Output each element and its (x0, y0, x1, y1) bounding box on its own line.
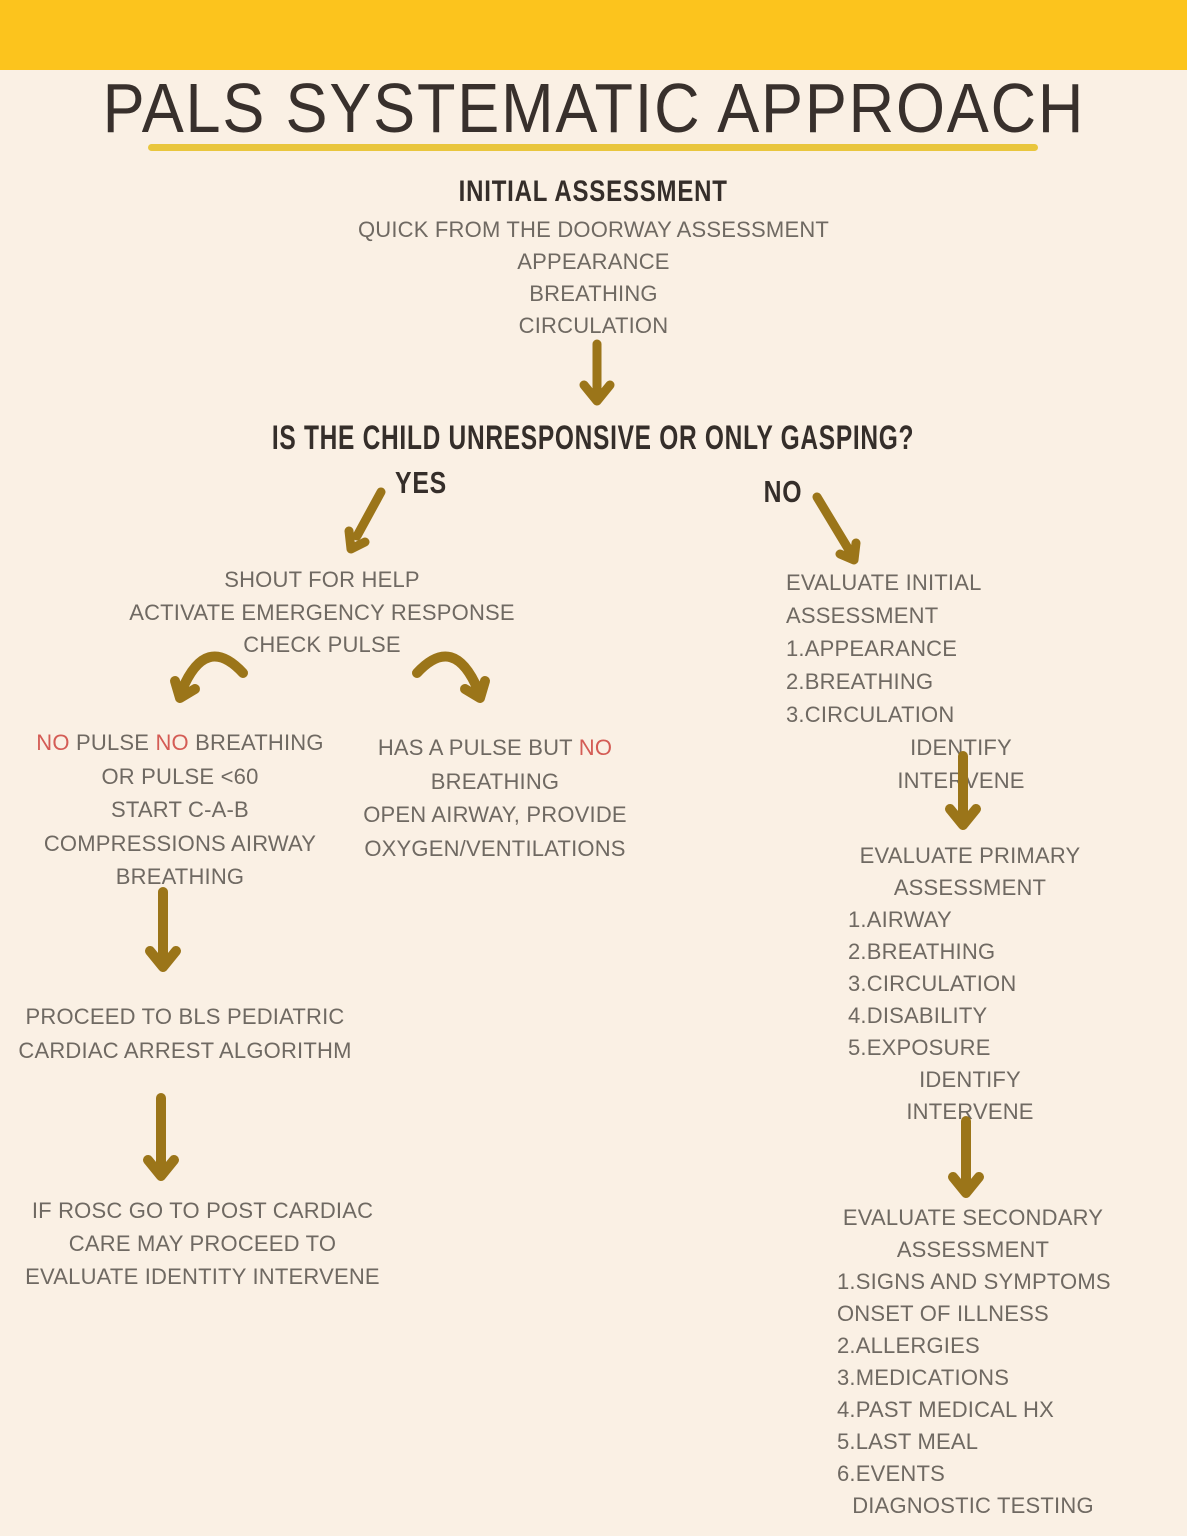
no-label: NO (763, 474, 803, 509)
text-line: COMPRESSIONS AIRWAY (43, 830, 317, 856)
text-line: CARDIAC ARREST ALGORITHM (18, 1037, 352, 1063)
evaluate-primary-title: EVALUATE PRIMARY ASSESSMENT (792, 840, 1148, 904)
text-line: 1.SIGNS AND SYMPTOMS (837, 1269, 1111, 1294)
text-line: DIAGNOSTIC TESTING (852, 1493, 1094, 1518)
text-line: IDENTIFY (910, 735, 1012, 760)
evaluate-initial-items: 1.APPEARANCE 2.BREATHING 3.CIRCULATION (786, 632, 1136, 731)
text-line: OXYGEN/VENTILATIONS (364, 835, 626, 861)
text-line: ASSESSMENT (896, 1237, 1050, 1262)
text-line: 4.DISABILITY (848, 1003, 988, 1028)
text-line: OPEN AIRWAY, PROVIDE (363, 802, 627, 827)
arrow-curved-right (412, 651, 490, 703)
arrow-to-secondary (948, 1116, 984, 1198)
text-line: QUICK FROM THE DOORWAY ASSESSMENT (357, 217, 830, 242)
text-line: START C-A-B (111, 797, 249, 822)
text-line: SHOUT FOR HELP (224, 567, 420, 592)
evaluate-primary-items: 1.AIRWAY 2.BREATHING 3.CIRCULATION 4.DISABI… (792, 904, 1148, 1064)
has-pulse-box: HAS A PULSE BUT NO BREATHING OPEN AIRWAY, … (330, 731, 660, 865)
text-line: INTERVENE (906, 1099, 1034, 1124)
text-line: IF ROSC GO TO POST CARDIAC (31, 1198, 374, 1223)
alert-text: NO (36, 730, 70, 755)
initial-assessment-lines: QUICK FROM THE DOORWAY ASSESSMENT APPEARA… (0, 214, 1187, 342)
arrow-initial-to-question (579, 339, 615, 406)
top-banner (0, 0, 1187, 70)
text-line: EVALUATE INITIAL ASSESSMENT (786, 570, 981, 628)
arrow-no-branch (812, 492, 861, 565)
alert-text: NO (155, 730, 189, 755)
evaluate-primary-block: EVALUATE PRIMARY ASSESSMENT 1.AIRWAY 2.BRE… (792, 840, 1148, 1128)
text-line: 6.EVENTS (837, 1461, 945, 1486)
text-line: 5.EXPOSURE (848, 1035, 991, 1060)
yes-branch-steps: SHOUT FOR HELP ACTIVATE EMERGENCY RESPONS… (122, 564, 522, 662)
text-line: APPEARANCE (517, 249, 670, 274)
arrow-yes-branch (344, 487, 386, 554)
text-line: EVALUATE SECONDARY (842, 1205, 1104, 1230)
text-line: 1.AIRWAY (848, 907, 952, 932)
text-line: HAS A PULSE BUT NO (377, 735, 613, 760)
yes-label: YES (394, 465, 448, 500)
text-line: 3.CIRCULATION (848, 971, 1017, 996)
text-line: CHECK PULSE (243, 632, 401, 657)
text-line: 5.LAST MEAL (837, 1429, 979, 1454)
text-line: BREATHING (115, 864, 245, 889)
arrow-to-rosc (143, 1093, 179, 1181)
text-line: BREATHING (430, 768, 560, 794)
evaluate-secondary-footer: DIAGNOSTIC TESTING (778, 1490, 1168, 1522)
text-line: 3.CIRCULATION (786, 702, 955, 727)
text-line: PROCEED TO BLS PEDIATRIC (25, 1004, 345, 1029)
evaluate-initial-block: EVALUATE INITIAL ASSESSMENT 1.APPEARANCE… (786, 566, 1136, 797)
text-line: 2.BREATHING (786, 669, 934, 694)
text-line: INTERVENE (897, 768, 1025, 793)
initial-assessment-heading: INITIAL ASSESSMENT (458, 175, 729, 208)
text-line: IDENTIFY (919, 1067, 1021, 1092)
alert-text: NO (578, 735, 613, 760)
rosc-box: IF ROSC GO TO POST CARDIAC CARE MAY PROCE… (15, 1194, 390, 1293)
text-line: ONSET OF ILLNESS (837, 1301, 1049, 1326)
text-line: OR PULSE <60 (101, 763, 259, 789)
text-line: ACTIVATE EMERGENCY RESPONSE (129, 599, 515, 625)
question-heading: IS THE CHILD UNRESPONSIVE OR ONLY GASPIN… (272, 419, 915, 457)
evaluate-secondary-items: 1.SIGNS AND SYMPTOMS ONSET OF ILLNESS 2.AL… (778, 1266, 1168, 1490)
text-line: EVALUATE PRIMARY (859, 843, 1081, 868)
text-line: 3.MEDICATIONS (837, 1365, 1010, 1390)
text-line: CIRCULATION (518, 313, 669, 338)
arrow-curved-left (170, 651, 248, 703)
text-line: 2.BREATHING (848, 939, 996, 964)
text-line: NO PULSE NO BREATHING (36, 730, 324, 755)
evaluate-secondary-title: EVALUATE SECONDARY ASSESSMENT (778, 1202, 1168, 1266)
text-line: ASSESSMENT (893, 875, 1047, 900)
evaluate-secondary-block: EVALUATE SECONDARY ASSESSMENT 1.SIGNS AND… (778, 1202, 1168, 1522)
evaluate-primary-footer: IDENTIFY INTERVENE (792, 1064, 1148, 1128)
page-title: PALS SYSTEMATIC APPROACH (0, 70, 1187, 146)
text-line: 1.APPEARANCE (786, 636, 958, 661)
arrow-to-proceed-bls (145, 887, 181, 972)
page-title-text: PALS SYSTEMATIC APPROACH (102, 69, 1085, 147)
text-line: 4.PAST MEDICAL HX (837, 1397, 1054, 1422)
title-underline (148, 144, 1038, 151)
text-line: 2.ALLERGIES (837, 1333, 980, 1358)
text-line: BREATHING (529, 281, 658, 306)
evaluate-initial-footer: IDENTIFY INTERVENE (786, 731, 1136, 797)
proceed-bls-box: PROCEED TO BLS PEDIATRIC CARDIAC ARREST A… (10, 1000, 360, 1067)
text-line: CARE MAY PROCEED TO (68, 1231, 337, 1256)
evaluate-initial-title: EVALUATE INITIAL ASSESSMENT (786, 566, 1136, 632)
text-line: EVALUATE IDENTITY INTERVENE (25, 1264, 380, 1289)
